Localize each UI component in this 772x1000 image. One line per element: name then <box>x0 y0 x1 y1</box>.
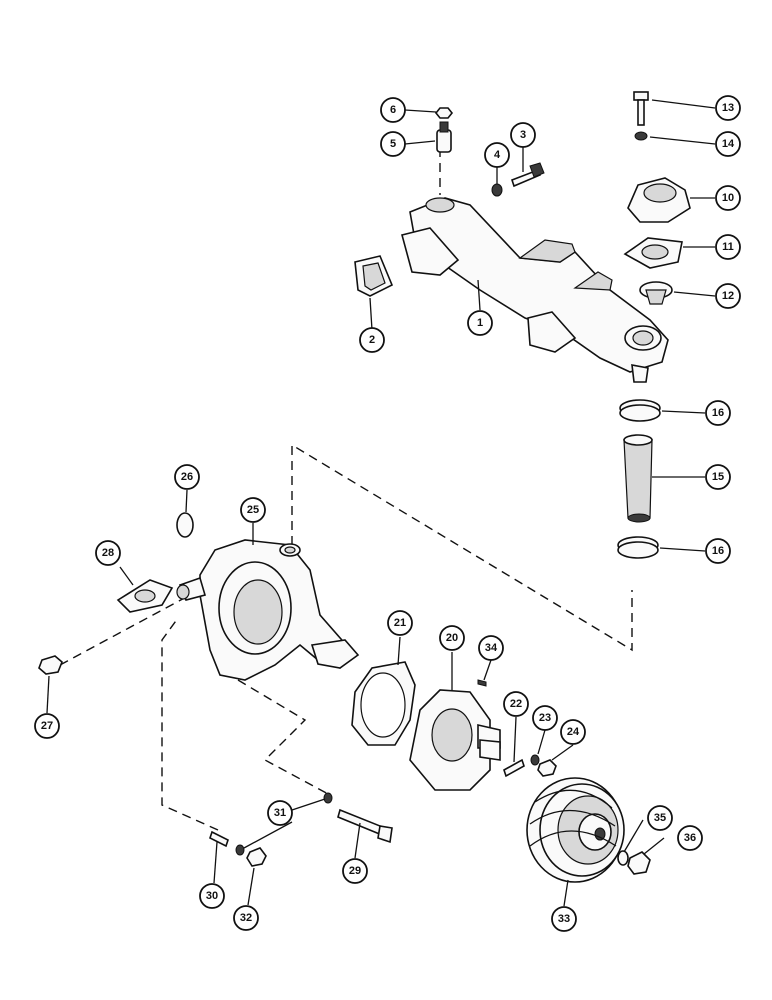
svg-text:36: 36 <box>684 832 696 844</box>
pump-rear-gasket <box>351 661 416 746</box>
svg-text:3: 3 <box>520 129 526 141</box>
callout-16-lower: 16 <box>705 538 731 564</box>
callout-25: 25 <box>240 497 266 523</box>
callout-3: 3 <box>510 122 536 148</box>
svg-text:23: 23 <box>539 712 551 724</box>
fan-pulley <box>526 777 625 883</box>
svg-text:1: 1 <box>477 317 483 329</box>
manifold-gasket <box>354 255 394 297</box>
bolt-washer-lower <box>235 844 245 856</box>
callout-27: 27 <box>34 713 60 739</box>
callout-29: 29 <box>342 858 368 884</box>
temperature-sender <box>436 121 452 153</box>
pump-nut-small <box>537 759 557 777</box>
manifold-bolt <box>510 162 545 188</box>
svg-text:24: 24 <box>567 726 580 738</box>
callout-4: 4 <box>484 142 510 168</box>
svg-text:15: 15 <box>712 471 724 483</box>
callout-10: 10 <box>715 185 741 211</box>
callout-30: 30 <box>199 883 225 909</box>
svg-text:21: 21 <box>394 617 406 629</box>
callout-35: 35 <box>647 805 673 831</box>
svg-text:31: 31 <box>274 807 286 819</box>
pump-bolt <box>337 808 393 844</box>
callout-20: 20 <box>439 625 465 651</box>
callout-26: 26 <box>174 464 200 490</box>
svg-text:11: 11 <box>722 241 734 253</box>
svg-text:14: 14 <box>722 138 735 150</box>
callout-2: 2 <box>359 327 385 353</box>
svg-text:32: 32 <box>240 912 252 924</box>
callout-33: 33 <box>551 906 577 932</box>
leader-lines <box>46 99 716 907</box>
svg-text:13: 13 <box>722 102 734 114</box>
svg-text:10: 10 <box>722 192 734 204</box>
pulley-washer <box>617 850 629 866</box>
callout-31: 31 <box>267 800 293 826</box>
svg-text:2: 2 <box>369 334 375 346</box>
thermostat <box>639 281 673 305</box>
callout-23: 23 <box>532 705 558 731</box>
callout-12: 12 <box>715 283 741 309</box>
lock-washer <box>491 183 503 197</box>
svg-text:35: 35 <box>654 812 666 824</box>
thermostat-bolt <box>633 91 649 126</box>
callout-5: 5 <box>380 131 406 157</box>
callout-22: 22 <box>503 691 529 717</box>
callout-6: 6 <box>380 97 406 123</box>
svg-text:22: 22 <box>510 698 522 710</box>
svg-text:20: 20 <box>446 632 458 644</box>
svg-text:4: 4 <box>494 149 501 161</box>
svg-text:34: 34 <box>485 642 498 654</box>
pulley-nut <box>627 851 651 875</box>
callout-21: 21 <box>387 610 413 636</box>
svg-text:25: 25 <box>247 504 259 516</box>
callout-32: 32 <box>233 905 259 931</box>
callout-28: 28 <box>95 540 121 566</box>
pump-inlet-gasket <box>116 579 174 613</box>
hose-clamp-lower <box>617 536 659 559</box>
callout-16-upper: 16 <box>705 400 731 426</box>
expansion-plug <box>176 512 194 538</box>
thermostat-washer <box>634 131 648 141</box>
callout-13: 13 <box>715 95 741 121</box>
sender-nut <box>434 107 454 119</box>
svg-text:16: 16 <box>712 407 724 419</box>
water-pump-assembly <box>409 689 501 791</box>
svg-text:6: 6 <box>390 104 396 116</box>
thermostat-gasket <box>623 237 683 269</box>
callout-36: 36 <box>677 825 703 851</box>
callout-11: 11 <box>715 234 741 260</box>
svg-text:28: 28 <box>102 547 114 559</box>
pump-stud-lower <box>209 830 229 848</box>
pump-washer <box>530 754 540 766</box>
water-manifold <box>401 197 669 383</box>
pump-stud <box>503 758 525 778</box>
bolt-washer-upper <box>323 792 333 804</box>
svg-text:27: 27 <box>41 720 53 732</box>
svg-text:30: 30 <box>206 890 218 902</box>
pump-clip <box>477 679 487 687</box>
assembly-guide-lines <box>59 148 633 831</box>
hose-clamp-upper <box>619 399 661 422</box>
svg-text:5: 5 <box>390 138 396 150</box>
thermostat-housing <box>627 177 691 223</box>
stud-nut <box>246 847 267 867</box>
callout-34: 34 <box>478 635 504 661</box>
svg-text:33: 33 <box>558 913 570 925</box>
svg-text:29: 29 <box>349 865 361 877</box>
callout-15: 15 <box>705 464 731 490</box>
svg-text:16: 16 <box>712 545 724 557</box>
callout-14: 14 <box>715 131 741 157</box>
bypass-hose <box>623 434 653 523</box>
svg-text:12: 12 <box>722 290 734 302</box>
callout-1: 1 <box>467 310 493 336</box>
callout-24: 24 <box>560 719 586 745</box>
svg-text:26: 26 <box>181 471 193 483</box>
pump-nut <box>38 655 63 675</box>
water-pump-body <box>176 539 360 681</box>
